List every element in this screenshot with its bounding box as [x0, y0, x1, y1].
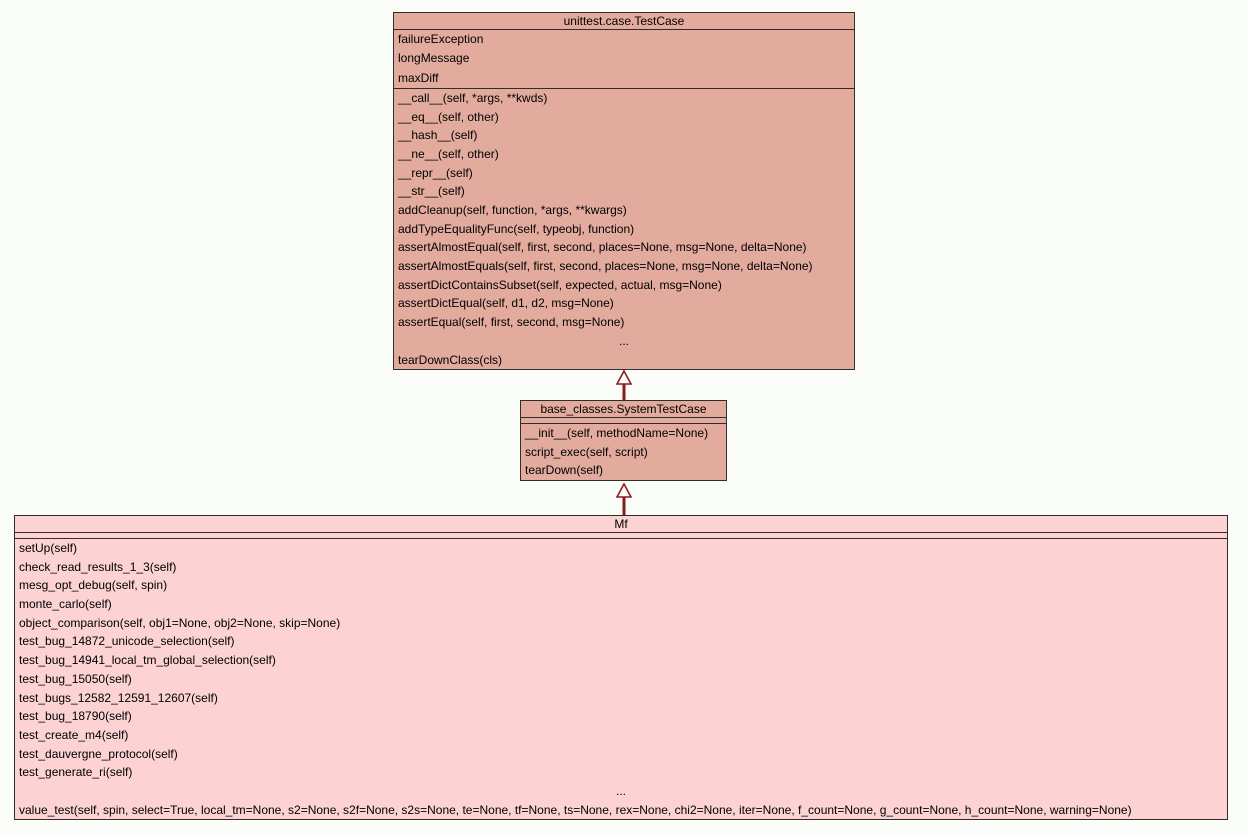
- method-row: monte_carlo(self): [19, 597, 112, 612]
- method-row: ...: [615, 783, 626, 798]
- method-row: check_read_results_1_3(self): [19, 559, 177, 574]
- method-row: __init__(self, methodName=None): [525, 426, 709, 440]
- methods-section: __init__(self, methodName=None) script_ex…: [521, 424, 726, 480]
- inheritance-arrow-systemtestcase-to-testcase: [615, 369, 633, 400]
- method-row: assertEqual(self, first, second, msg=Non…: [398, 315, 625, 330]
- method-row: assertAlmostEqual(self, first, second, p…: [398, 240, 807, 255]
- method-row: test_dauvergne_protocol(self): [19, 746, 178, 761]
- class-title: base_classes.SystemTestCase: [521, 401, 726, 418]
- method-row: ...: [618, 333, 629, 348]
- method-row: test_bug_18790(self): [19, 709, 132, 724]
- method-row: test_bug_14872_unicode_selection(self): [19, 634, 235, 649]
- method-row: script_exec(self, script): [525, 444, 648, 459]
- method-row: test_generate_ri(self): [19, 765, 133, 780]
- method-row: addCleanup(self, function, *args, **kwar…: [398, 203, 627, 218]
- method-row: __eq__(self, other): [398, 109, 499, 124]
- hollow-triangle-arrowhead: [615, 369, 633, 385]
- method-row: test_bugs_12582_12591_12607(self): [19, 690, 218, 705]
- class-title: unittest.case.TestCase: [394, 13, 854, 30]
- method-row: addTypeEqualityFunc(self, typeobj, funct…: [398, 221, 635, 236]
- attributes-section: [521, 418, 726, 424]
- attribute-row: longMessage: [398, 51, 470, 66]
- attribute-row: failureException: [398, 32, 484, 46]
- attribute-row: maxDiff: [398, 70, 439, 85]
- method-row: mesg_opt_debug(self, spin): [19, 578, 168, 593]
- method-row: value_test(self, spin, select=True, loca…: [19, 802, 1132, 817]
- class-title: Mf: [15, 516, 1227, 533]
- class-box-base-classes-systemtestcase: base_classes.SystemTestCase __init__(sel…: [520, 400, 727, 482]
- method-row: __ne__(self, other): [398, 146, 499, 161]
- hollow-triangle-arrowhead: [615, 482, 633, 498]
- method-row: __call__(self, *args, **kwds): [398, 90, 548, 105]
- method-row: assertAlmostEquals(self, first, second, …: [398, 259, 813, 274]
- method-row: __hash__(self): [398, 128, 478, 143]
- method-row: setUp(self): [19, 541, 78, 555]
- class-box-mf: Mf setUp(self) check_read_results_1_3(sel…: [14, 515, 1228, 821]
- attributes-section: failureException longMessage maxDiff: [394, 30, 854, 89]
- methods-section: setUp(self) check_read_results_1_3(self)m…: [15, 539, 1227, 819]
- method-row: assertDictEqual(self, d1, d2, msg=None): [398, 296, 614, 311]
- method-row: test_create_m4(self): [19, 727, 129, 742]
- method-row: tearDownClass(cls): [398, 352, 503, 367]
- method-row: tearDown(self): [525, 463, 604, 478]
- method-row: object_comparison(self, obj1=None, obj2=…: [19, 615, 341, 630]
- method-row: test_bug_15050(self): [19, 671, 132, 686]
- method-row: __str__(self): [398, 184, 465, 199]
- method-row: __repr__(self): [398, 165, 473, 180]
- method-row: assertDictContainsSubset(self, expected,…: [398, 277, 722, 292]
- class-box-unittest-case-testcase: unittest.case.TestCase failureException l…: [393, 12, 855, 371]
- methods-section: __call__(self, *args, **kwds) __eq__(self…: [394, 89, 854, 369]
- inheritance-arrow-mf-to-systemtestcase: [615, 482, 633, 515]
- method-row: test_bug_14941_local_tm_global_selection…: [19, 653, 276, 668]
- attributes-section: [15, 533, 1227, 539]
